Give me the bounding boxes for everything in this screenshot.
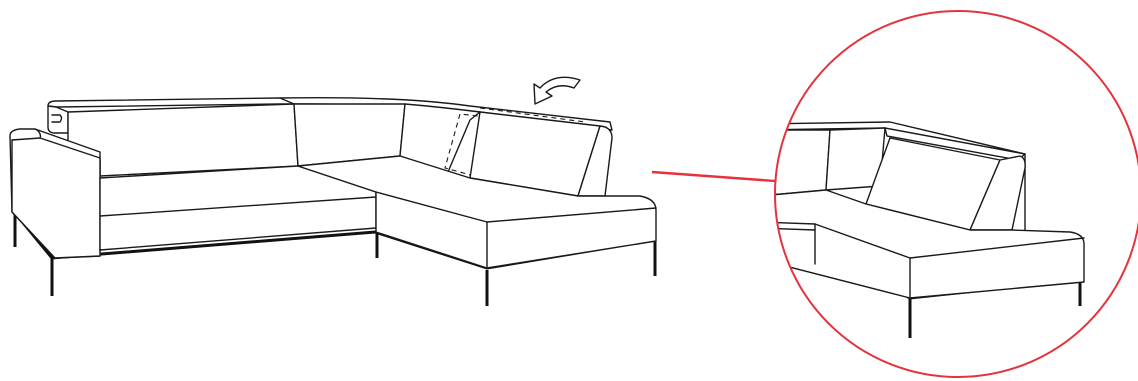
zoomed-detail	[775, 121, 1085, 338]
movable-back-cushion	[444, 107, 613, 199]
curved-arrow-icon	[533, 76, 581, 105]
magnifier-circle	[774, 10, 1138, 378]
sofa-full-view	[9, 76, 657, 306]
sofa-seat	[99, 155, 657, 269]
sofa-back-cushions	[67, 103, 481, 177]
sofa-left-armrest	[9, 128, 101, 259]
